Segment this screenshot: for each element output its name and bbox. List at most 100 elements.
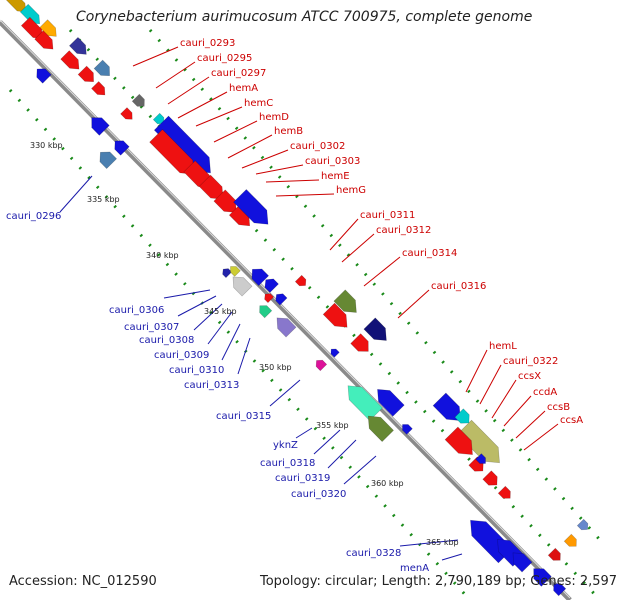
leader-line — [269, 379, 301, 407]
gene-label: cauri_0318 — [260, 458, 315, 469]
gene-label: menA — [400, 563, 429, 574]
genome-backbone-highlight — [0, 19, 571, 599]
gene-arrow[interactable] — [256, 302, 273, 319]
leader-line — [213, 120, 258, 143]
gene-label: cauri_0306 — [109, 305, 164, 316]
gene-arrow[interactable] — [350, 333, 374, 357]
gene-arrow[interactable] — [262, 291, 275, 304]
gene-arrow[interactable] — [333, 289, 362, 318]
leader-line — [255, 164, 304, 175]
leader-line — [397, 289, 430, 319]
gene-arrow[interactable] — [131, 93, 148, 110]
gene-labels: cauri_0293 cauri_0295 cauri_0297 hemA hemC he… — [6, 38, 583, 574]
gene-arrow[interactable] — [508, 548, 533, 573]
gene-arrow[interactable] — [68, 36, 90, 58]
gene-label: cauri_0312 — [376, 225, 431, 236]
gene-label: hemL — [489, 341, 517, 352]
ruler-tick-label: 340 kbp — [146, 251, 179, 260]
gene-arrow[interactable] — [95, 147, 118, 170]
gene-label: cauri_0313 — [184, 380, 239, 391]
gene-arrow[interactable] — [432, 392, 467, 427]
gene-arrow[interactable] — [497, 485, 514, 502]
gene-arrow[interactable] — [262, 276, 279, 293]
ruler-tick-label: 335 kbp — [87, 195, 120, 204]
leader-line — [465, 349, 488, 393]
gene-arrow[interactable] — [454, 408, 473, 427]
gene-label: cauri_0309 — [154, 350, 209, 361]
gene-arrow[interactable] — [120, 107, 136, 123]
gene-arrow[interactable] — [273, 291, 288, 306]
gene-arrow[interactable] — [482, 470, 501, 489]
gene-arrow[interactable] — [313, 357, 328, 372]
gene-arrow[interactable] — [77, 65, 98, 86]
leader-line — [265, 179, 320, 183]
gene-label: hemC — [244, 98, 273, 109]
gene-arrow[interactable] — [228, 272, 253, 297]
gene-arrow[interactable] — [547, 547, 564, 564]
leader-line — [195, 106, 243, 127]
gene-label: ccdA — [533, 387, 557, 398]
gene-arrow[interactable] — [87, 113, 110, 136]
gene-label: cauri_0315 — [216, 411, 271, 422]
gene-arrow[interactable] — [563, 533, 580, 550]
leader-line — [132, 46, 179, 67]
gene-arrow[interactable] — [372, 384, 405, 417]
gene-label: cauri_0310 — [169, 365, 224, 376]
gene-label: cauri_0293 — [180, 38, 235, 49]
genome-backbone — [0, 20, 572, 600]
track-line — [148, 29, 602, 541]
gene-arrow[interactable] — [529, 564, 552, 587]
gene-label: cauri_0314 — [402, 248, 457, 259]
leader-line — [523, 423, 559, 451]
gene-arrow[interactable] — [93, 59, 114, 80]
gene-label: cauri_0328 — [346, 548, 401, 559]
leader-line — [207, 311, 233, 345]
gene-label: ccsX — [518, 371, 541, 382]
gene-arrow[interactable] — [60, 50, 84, 74]
ruler-tick-label: 355 kbp — [316, 421, 349, 430]
gene-arrow[interactable] — [213, 189, 242, 218]
gene-arrow[interactable] — [247, 264, 270, 287]
leader-line — [363, 256, 401, 287]
gene-arrow[interactable] — [363, 317, 392, 346]
gene-arrow[interactable] — [576, 518, 590, 532]
gene-arrow[interactable] — [272, 313, 297, 338]
gene-arrow[interactable] — [220, 266, 233, 279]
gene-label: cauri_0297 — [211, 68, 266, 79]
gene-label: cauri_0295 — [197, 53, 252, 64]
ruler-tick-label: 350 kbp — [259, 363, 292, 372]
gene-arrow[interactable] — [228, 264, 241, 277]
leader-line — [343, 455, 377, 485]
leader-line — [515, 410, 546, 439]
gene-arrow[interactable] — [322, 302, 353, 333]
gene-arrow[interactable] — [400, 422, 413, 435]
gene-arrow[interactable] — [152, 112, 166, 126]
gene-label: cauri_0308 — [139, 335, 194, 346]
gene-arrow[interactable] — [233, 189, 275, 230]
gene-arrow[interactable] — [111, 137, 130, 156]
gene-label: cauri_0319 — [275, 473, 330, 484]
gene-arrow[interactable] — [39, 19, 60, 41]
gene-label: cauri_0320 — [291, 489, 346, 500]
gene-arrow[interactable] — [329, 347, 340, 358]
ruler-tick-label: 345 kbp — [204, 307, 237, 316]
genome-summary: Topology: circular; Length: 2,790,189 bp… — [260, 574, 617, 589]
gene-arrow[interactable] — [550, 580, 567, 597]
gene-label: hemB — [274, 126, 303, 137]
gene-label: hemA — [229, 83, 258, 94]
gene-arrow[interactable] — [475, 453, 489, 467]
leader-line — [241, 149, 289, 169]
gene-label: cauri_0307 — [124, 322, 179, 333]
leader-line — [167, 76, 210, 105]
gene-arrow[interactable] — [34, 30, 58, 54]
gene-arrow[interactable] — [91, 81, 109, 99]
gene-arrow[interactable] — [33, 65, 52, 84]
gene-arrow[interactable] — [294, 274, 308, 288]
gene-arrow[interactable] — [444, 426, 479, 461]
ruler-tick-label: 360 kbp — [371, 479, 404, 488]
gene-arrow[interactable] — [362, 410, 394, 443]
leader-line — [221, 323, 241, 361]
leader-line — [479, 364, 502, 405]
label-leaders — [59, 46, 559, 561]
track-line — [8, 88, 472, 600]
